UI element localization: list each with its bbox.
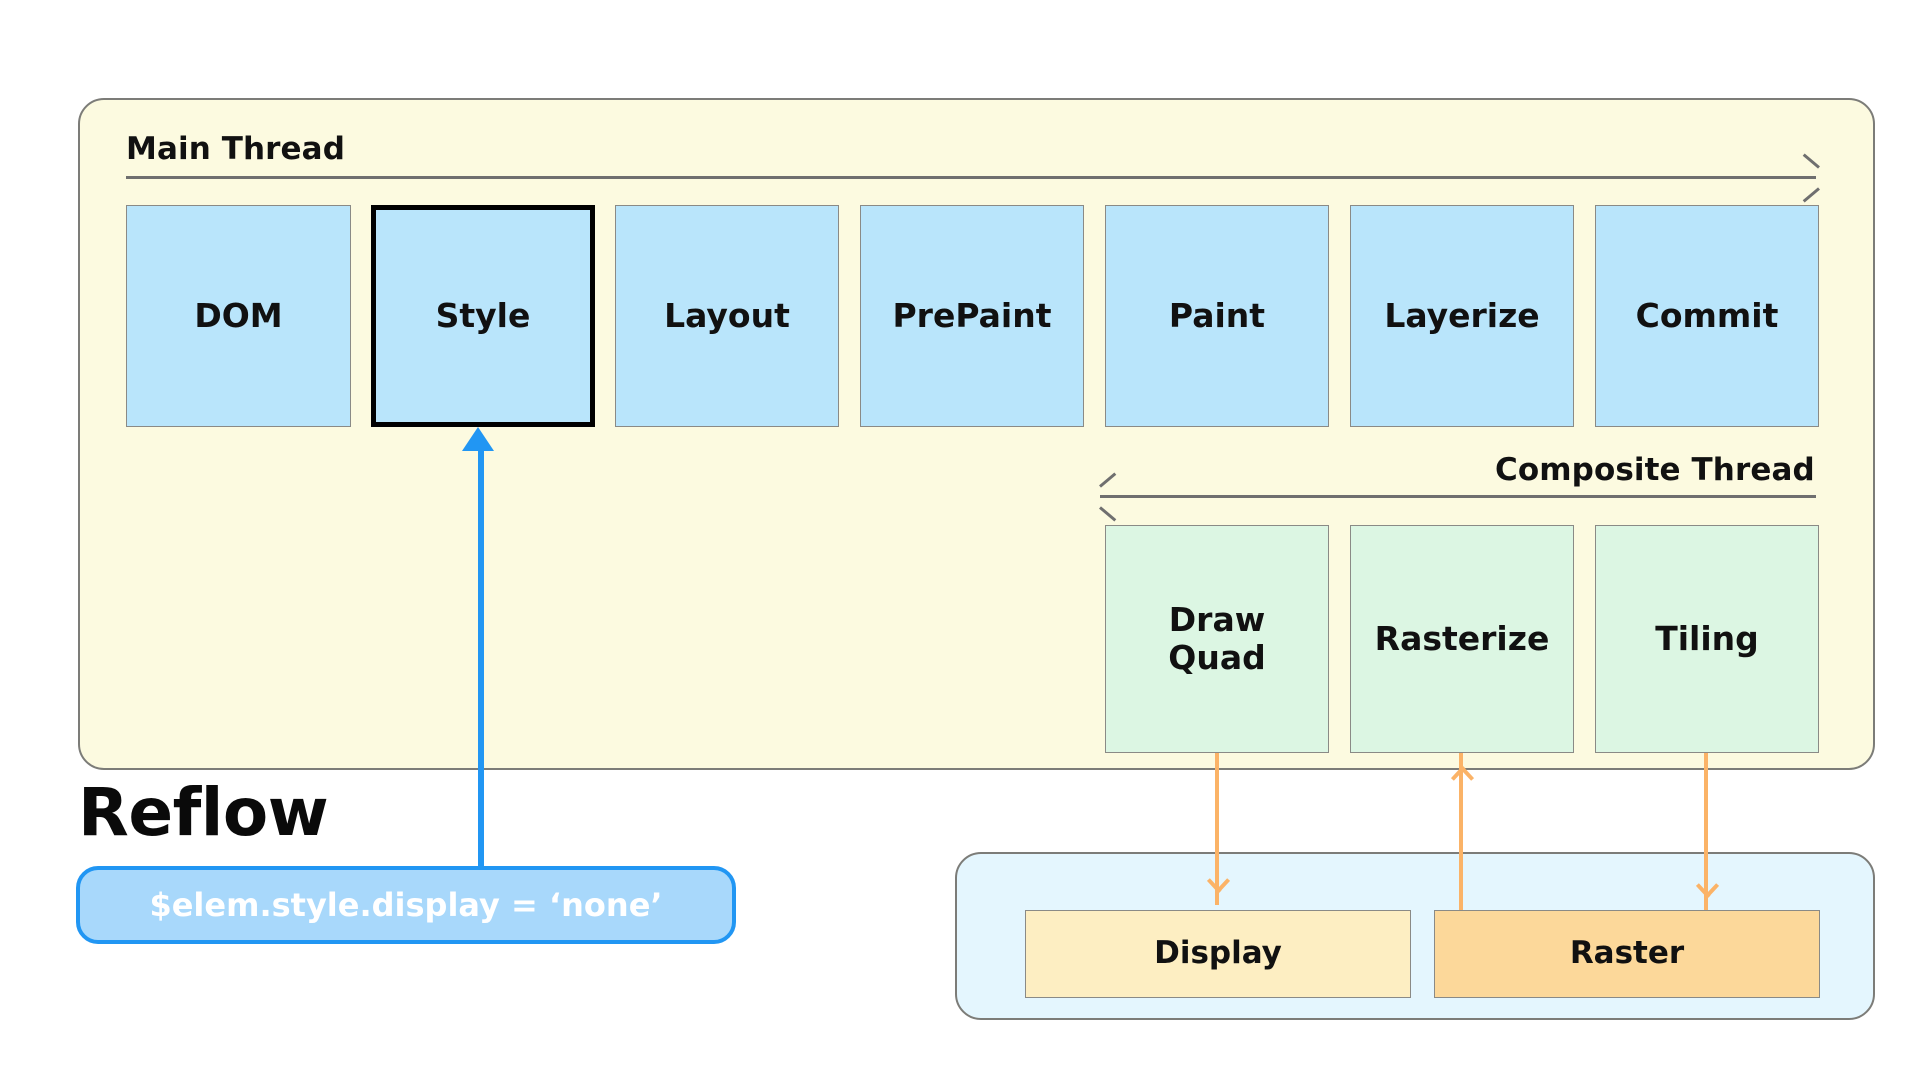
stage-tiling[interactable]: Tiling [1595,525,1819,753]
stage-label: Layerize [1384,296,1540,336]
stage-label: DOM [194,296,283,336]
stage-label: Commit [1635,296,1779,336]
output-label: Display [1154,935,1282,972]
stage-label: PrePaint [892,296,1052,336]
stage-label: Rasterize [1374,619,1550,659]
connector-tiling-to-raster [1704,753,1708,910]
composite-thread-label: Composite Thread [1495,452,1815,488]
stage-label: Paint [1168,296,1266,336]
reflow-heading: Reflow [78,774,329,851]
stage-commit[interactable]: Commit [1595,205,1819,427]
main-thread-label: Main Thread [126,131,345,167]
stage-dom[interactable]: DOM [126,205,351,427]
main-thread-rail [126,176,1816,179]
connector-drawquad-to-display [1215,753,1219,905]
output-label: Raster [1569,935,1685,972]
connector-callout-to-style [478,448,484,868]
output-box-display[interactable]: Display [1025,910,1411,998]
stage-draw-quad[interactable]: Draw Quad [1105,525,1329,753]
connector-callout-to-style-arrowhead [462,427,494,451]
stage-paint[interactable]: Paint [1105,205,1329,427]
output-box-raster[interactable]: Raster [1434,910,1820,998]
composite-thread-rail [1100,495,1816,498]
stage-label: Tiling [1655,619,1759,659]
stage-label: Layout [664,296,790,336]
stage-rasterize[interactable]: Rasterize [1350,525,1574,753]
stage-prepaint[interactable]: PrePaint [860,205,1084,427]
stage-layout[interactable]: Layout [615,205,839,427]
stage-style[interactable]: Style [371,205,595,427]
stage-label: Draw Quad [1168,600,1266,677]
stage-layerize[interactable]: Layerize [1350,205,1574,427]
code-callout[interactable]: $elem.style.display = ‘none’ [76,866,736,944]
stage-label: Style [435,296,531,336]
code-callout-text: $elem.style.display = ‘none’ [149,886,663,924]
connector-raster-to-rasterize [1459,753,1463,910]
